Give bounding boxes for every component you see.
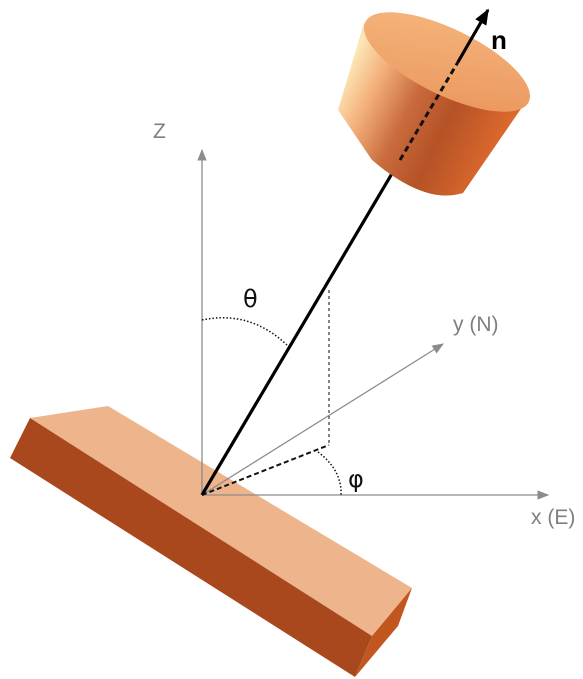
phi-arc: [317, 451, 342, 496]
slab-front-face: [10, 418, 372, 677]
normal-vector-tip: [456, 8, 490, 63]
theta-label: θ: [243, 285, 258, 313]
y-axis: [201, 343, 444, 496]
normal-vector: [200, 159, 402, 496]
horizontal-projection-line: [201, 444, 330, 496]
slab-end-face: [355, 588, 412, 677]
z-axis-label: Z: [153, 120, 166, 143]
angle-arcs: [201, 317, 342, 496]
axes: [197, 148, 550, 500]
slab-top-face: [30, 406, 412, 636]
cylinder-body: [338, 23, 525, 196]
normal-vector-label: n: [491, 25, 507, 55]
theta-arc: [201, 317, 288, 346]
projection: [201, 290, 330, 496]
y-axis-label: y (N): [453, 313, 499, 336]
phi-label: φ: [348, 465, 364, 493]
x-axis-label: x (E): [531, 506, 575, 529]
slab: [10, 406, 412, 677]
cylinder-top-cap: [363, 12, 531, 112]
normal-vector-hidden: [398, 61, 460, 161]
cylinder: [338, 12, 531, 196]
